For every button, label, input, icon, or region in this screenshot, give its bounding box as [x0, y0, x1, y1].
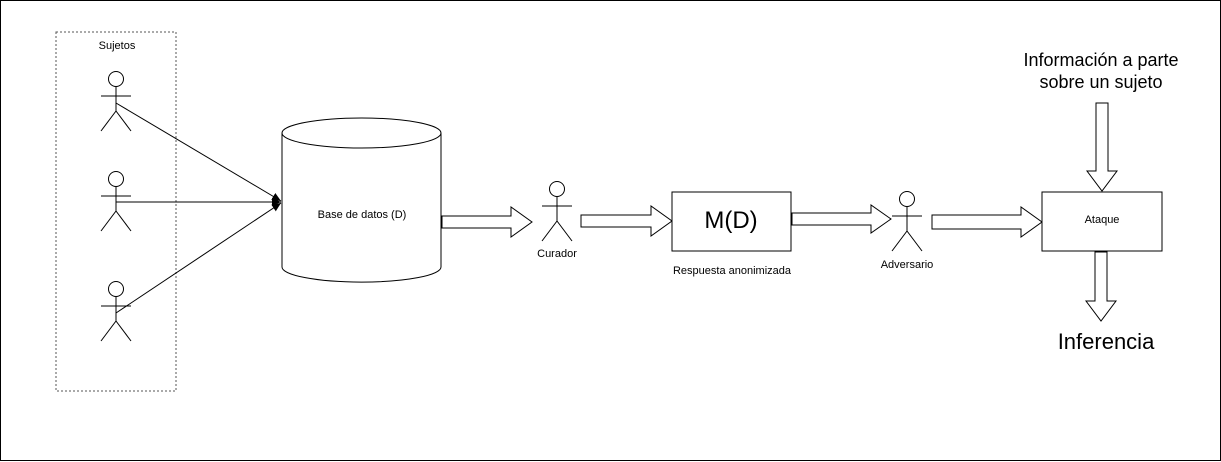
subjects-group-box — [55, 31, 177, 392]
subject-actor-3 — [100, 281, 132, 342]
inference-label: Inferencia — [1057, 329, 1155, 354]
side-info-line-1: Información a parte — [1023, 50, 1179, 70]
adversary-actor — [891, 191, 923, 252]
database-cylinder — [281, 117, 442, 283]
database-label: Base de datos (D) — [317, 209, 407, 221]
connector-subject-3-to-database — [115, 202, 282, 314]
subject-actor-1 — [100, 71, 132, 132]
curator-actor — [541, 181, 573, 242]
arrow-side-info-to-attack — [1086, 102, 1118, 192]
arrow-adversary-to-attack — [931, 206, 1043, 238]
attack-label: Ataque — [1084, 214, 1120, 226]
attack-box — [1041, 191, 1163, 252]
side-info-text: Información a parte sobre un sujeto — [1023, 49, 1178, 93]
arrow-database-to-curator — [441, 206, 533, 238]
mechanism-label: M(D) — [704, 207, 758, 234]
arrow-attack-to-inference — [1085, 251, 1117, 322]
subject-actor-2 — [100, 171, 132, 232]
subjects-group-label: Sujetos — [98, 40, 136, 52]
curator-label: Curador — [537, 248, 577, 260]
connector-subject-1-to-database — [115, 102, 282, 202]
adversary-label: Adversario — [880, 259, 934, 271]
arrow-curator-to-mechanism — [580, 205, 673, 237]
mechanism-box — [671, 191, 792, 252]
arrow-mechanism-to-adversary — [791, 204, 892, 234]
side-info-line-2: sobre un sujeto — [1039, 72, 1163, 92]
mechanism-caption: Respuesta anonimizada — [672, 265, 792, 277]
